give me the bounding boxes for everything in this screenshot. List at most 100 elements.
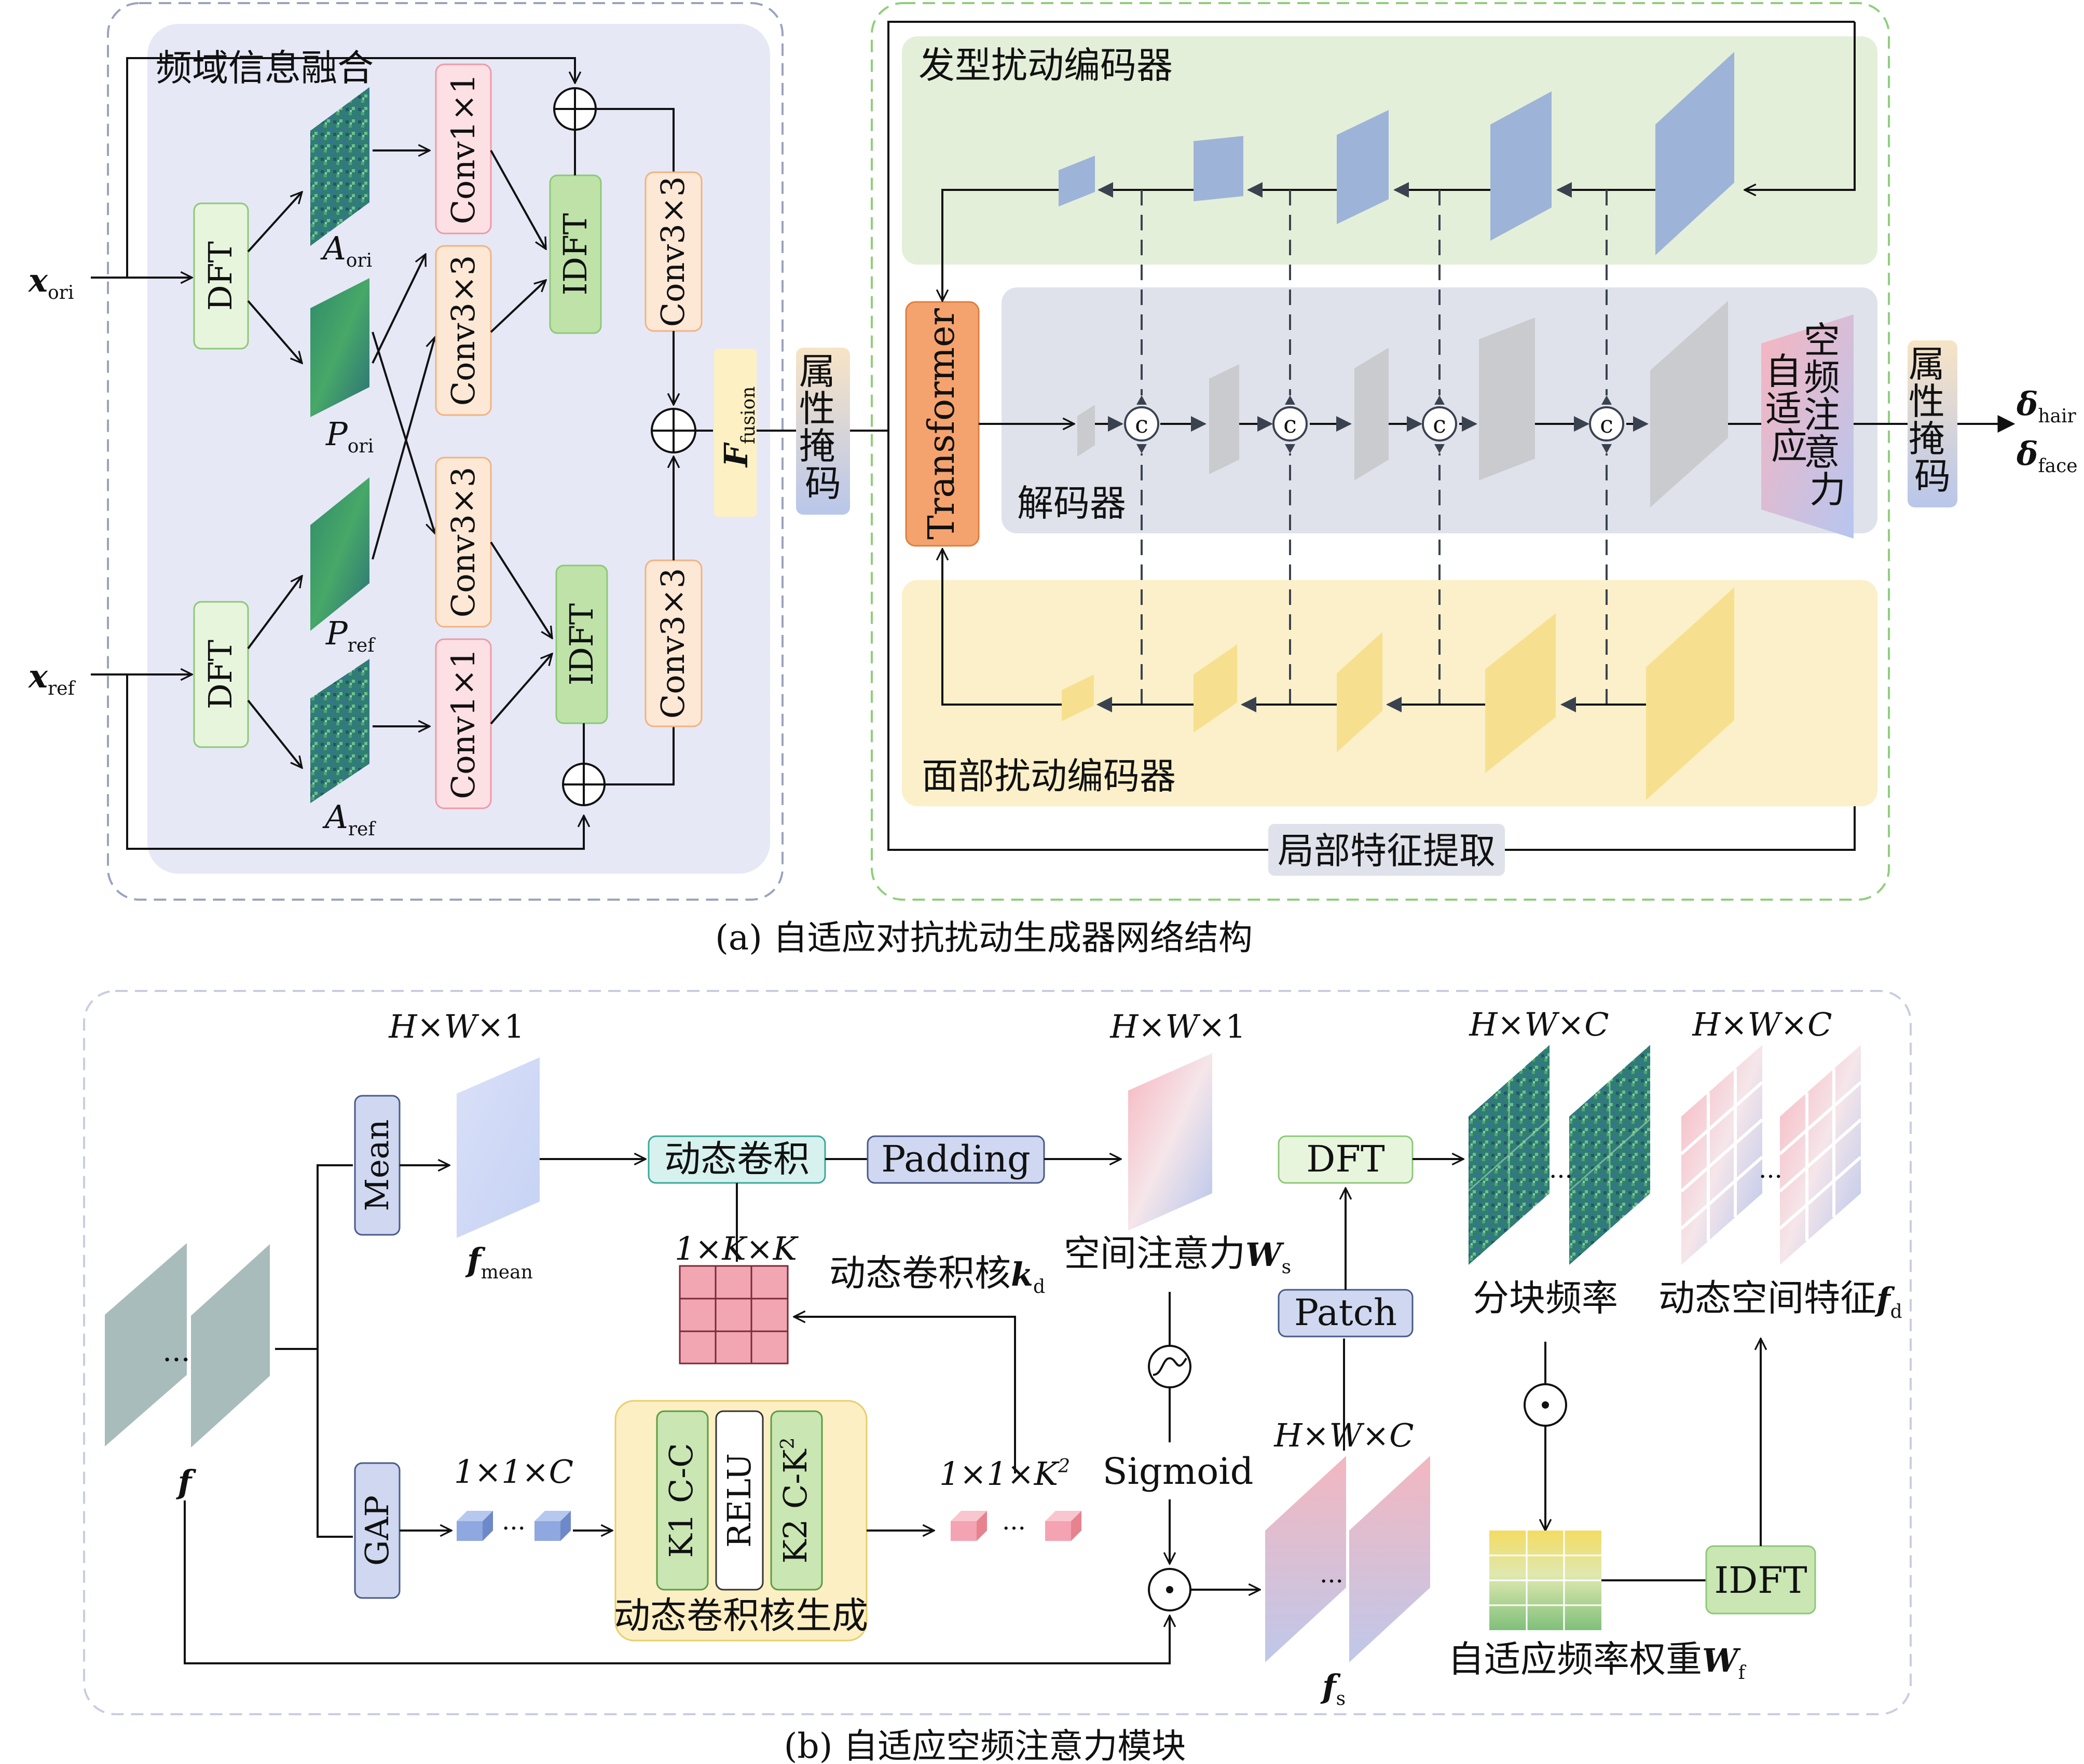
- dft-box-ori: [193, 202, 249, 350]
- adaptive-weight-grid: [1489, 1531, 1601, 1630]
- transformer-label: Transformer: [920, 308, 963, 540]
- hair-encoder-title: 发型扰动编码器: [918, 44, 1173, 87]
- fs-ellipsis: ···: [1320, 1567, 1343, 1596]
- kernel-name: 动态卷积核kd: [829, 1252, 1045, 1298]
- generator-frame: [871, 2, 1890, 901]
- input-feature-map-back: [105, 1243, 187, 1446]
- face-encoder-background: [902, 580, 1877, 806]
- svg-text:c: c: [1283, 410, 1297, 438]
- sigmoid-label: Sigmoid: [1103, 1450, 1254, 1493]
- dyn-feature-map-back: [1680, 1045, 1763, 1265]
- label-P-ori: Pori: [325, 415, 374, 457]
- attribute-mask-box-1: [796, 348, 850, 515]
- dft-label-ori: DFT: [201, 241, 239, 311]
- concat-node-2: c: [1272, 190, 1308, 705]
- k1-box: [656, 1410, 709, 1591]
- kernel-dims: 1×K×K: [675, 1230, 799, 1267]
- input-x-ref: xref: [28, 657, 76, 699]
- f-fusion-box: [714, 349, 757, 517]
- output-delta-face: δface: [2016, 435, 2078, 477]
- k2-box: [770, 1410, 823, 1591]
- multiply-node-spatial: [1148, 1568, 1191, 1611]
- panel-b-caption: (b) 自适应空频注意力模块: [784, 1726, 1186, 1764]
- idft-label-ori: IDFT: [556, 213, 594, 296]
- attn-dims: H×W×1: [1109, 1008, 1245, 1045]
- label-A-ori: Aori: [320, 229, 372, 271]
- idft-box-ref: [555, 564, 608, 724]
- attribute-mask-text-2: 属 性 掩 码: [1909, 343, 1956, 498]
- fs-label: fs: [1320, 1667, 1346, 1710]
- relu-box: [715, 1410, 764, 1591]
- output-delta-hair: δhair: [2016, 385, 2077, 427]
- input-x-ori: xori: [28, 261, 74, 304]
- decoder-blocks: [1077, 301, 1728, 507]
- conv3x3-label-lower: Conv3×3: [654, 568, 692, 719]
- fusion-frame: [107, 2, 784, 901]
- spatial-attention-map: [1128, 1053, 1212, 1231]
- fusion-title: 频域信息融合: [156, 47, 374, 89]
- attribute-mask-text-1: 属 性 掩 码: [799, 350, 847, 505]
- input-ellipsis: ···: [162, 1343, 190, 1377]
- conv1x1-box-ori: [435, 63, 492, 235]
- concat-node-1: c: [1124, 190, 1159, 705]
- k1-label: K1 C-C: [662, 1443, 700, 1558]
- panel-a: 频域信息融合 xori xref DFT DFT Aori Pori Pref …: [28, 2, 2078, 958]
- f-fusion-label: Ffusion: [717, 387, 759, 468]
- gap-vector: [457, 1511, 571, 1541]
- block-freq-label: 分块频率: [1473, 1277, 1618, 1319]
- decoder-title: 解码器: [1017, 482, 1126, 525]
- dyn-feature-label: 动态空间特征fd: [1658, 1277, 1902, 1322]
- conv3x3-label-1: Conv3×3: [444, 255, 482, 406]
- fs-map-front: [1349, 1456, 1430, 1662]
- gap-label: GAP: [358, 1495, 396, 1566]
- spatial-attention-label: 空间注意力Ws: [1064, 1232, 1291, 1278]
- dyn-feature-dims: H×W×C: [1692, 1005, 1832, 1043]
- dynconv-label: 动态卷积: [664, 1138, 810, 1180]
- mean-label: Mean: [358, 1119, 396, 1211]
- phase-map-ori: [310, 278, 369, 417]
- conv1x1-label-ori: Conv1×1: [444, 74, 482, 225]
- mean-map: [457, 1057, 540, 1238]
- kernel-gen-title: 动态卷积核生成: [614, 1594, 868, 1637]
- adaptive-weight-label: 自适应频率权重Wf: [1448, 1638, 1747, 1684]
- dyn-feature-ellipsis: ···: [1759, 1162, 1783, 1191]
- label-A-ref: Aref: [322, 798, 376, 840]
- panel-a-caption: (a) 自适应对抗扰动生成器网络结构: [715, 918, 1253, 958]
- hair-encoder-blocks: [1059, 52, 1734, 255]
- adaptive-attention-block: [1761, 314, 1854, 539]
- conv3x3-label-upper: Conv3×3: [654, 176, 692, 327]
- dft-label-ref: DFT: [201, 640, 239, 709]
- label-P-ref: Pref: [325, 614, 376, 656]
- mean-dims: H×W×1: [388, 1008, 524, 1045]
- fusion-background: [147, 24, 770, 874]
- dynamic-kernel-grid: [679, 1265, 789, 1365]
- k2-vector: [951, 1511, 1081, 1541]
- conv1x1-label-ref: Conv1×1: [444, 649, 482, 800]
- input-f-label: f: [176, 1463, 197, 1501]
- concat-node-3: c: [1422, 190, 1457, 705]
- gap-ellipsis: ···: [502, 1514, 526, 1543]
- add-circle-fusion: [651, 408, 696, 453]
- add-circle-ori: [553, 87, 597, 131]
- k2-ellipsis: ···: [1002, 1514, 1026, 1543]
- fmean-label: fmean: [465, 1241, 533, 1283]
- input-feature-map-front: [191, 1244, 270, 1448]
- local-feature-box: [1268, 824, 1505, 876]
- k2-dims: 1×1×K2: [939, 1455, 1070, 1493]
- local-feature-label: 局部特征提取: [1278, 830, 1496, 872]
- dyn-feature-map-front: [1779, 1045, 1862, 1265]
- face-encoder-blocks: [1062, 587, 1734, 800]
- block-freq-dims: H×W×C: [1469, 1005, 1609, 1043]
- idft-label-ref: IDFT: [563, 603, 600, 686]
- k2-label: K2 C-K2: [776, 1437, 814, 1563]
- face-encoder-title: 面部扰动编码器: [922, 755, 1176, 797]
- padding-label: Padding: [881, 1138, 1031, 1180]
- fs-dims: H×W×C: [1273, 1416, 1414, 1454]
- relu-label: RELU: [720, 1453, 758, 1548]
- fs-map-back: [1265, 1456, 1346, 1662]
- amplitude-map-ori: [310, 87, 369, 246]
- adaptive-attention-text-right: 空 频 注 意 力: [1804, 319, 1852, 511]
- phase-map-ref: [310, 477, 369, 631]
- dft-label-b: DFT: [1306, 1138, 1384, 1180]
